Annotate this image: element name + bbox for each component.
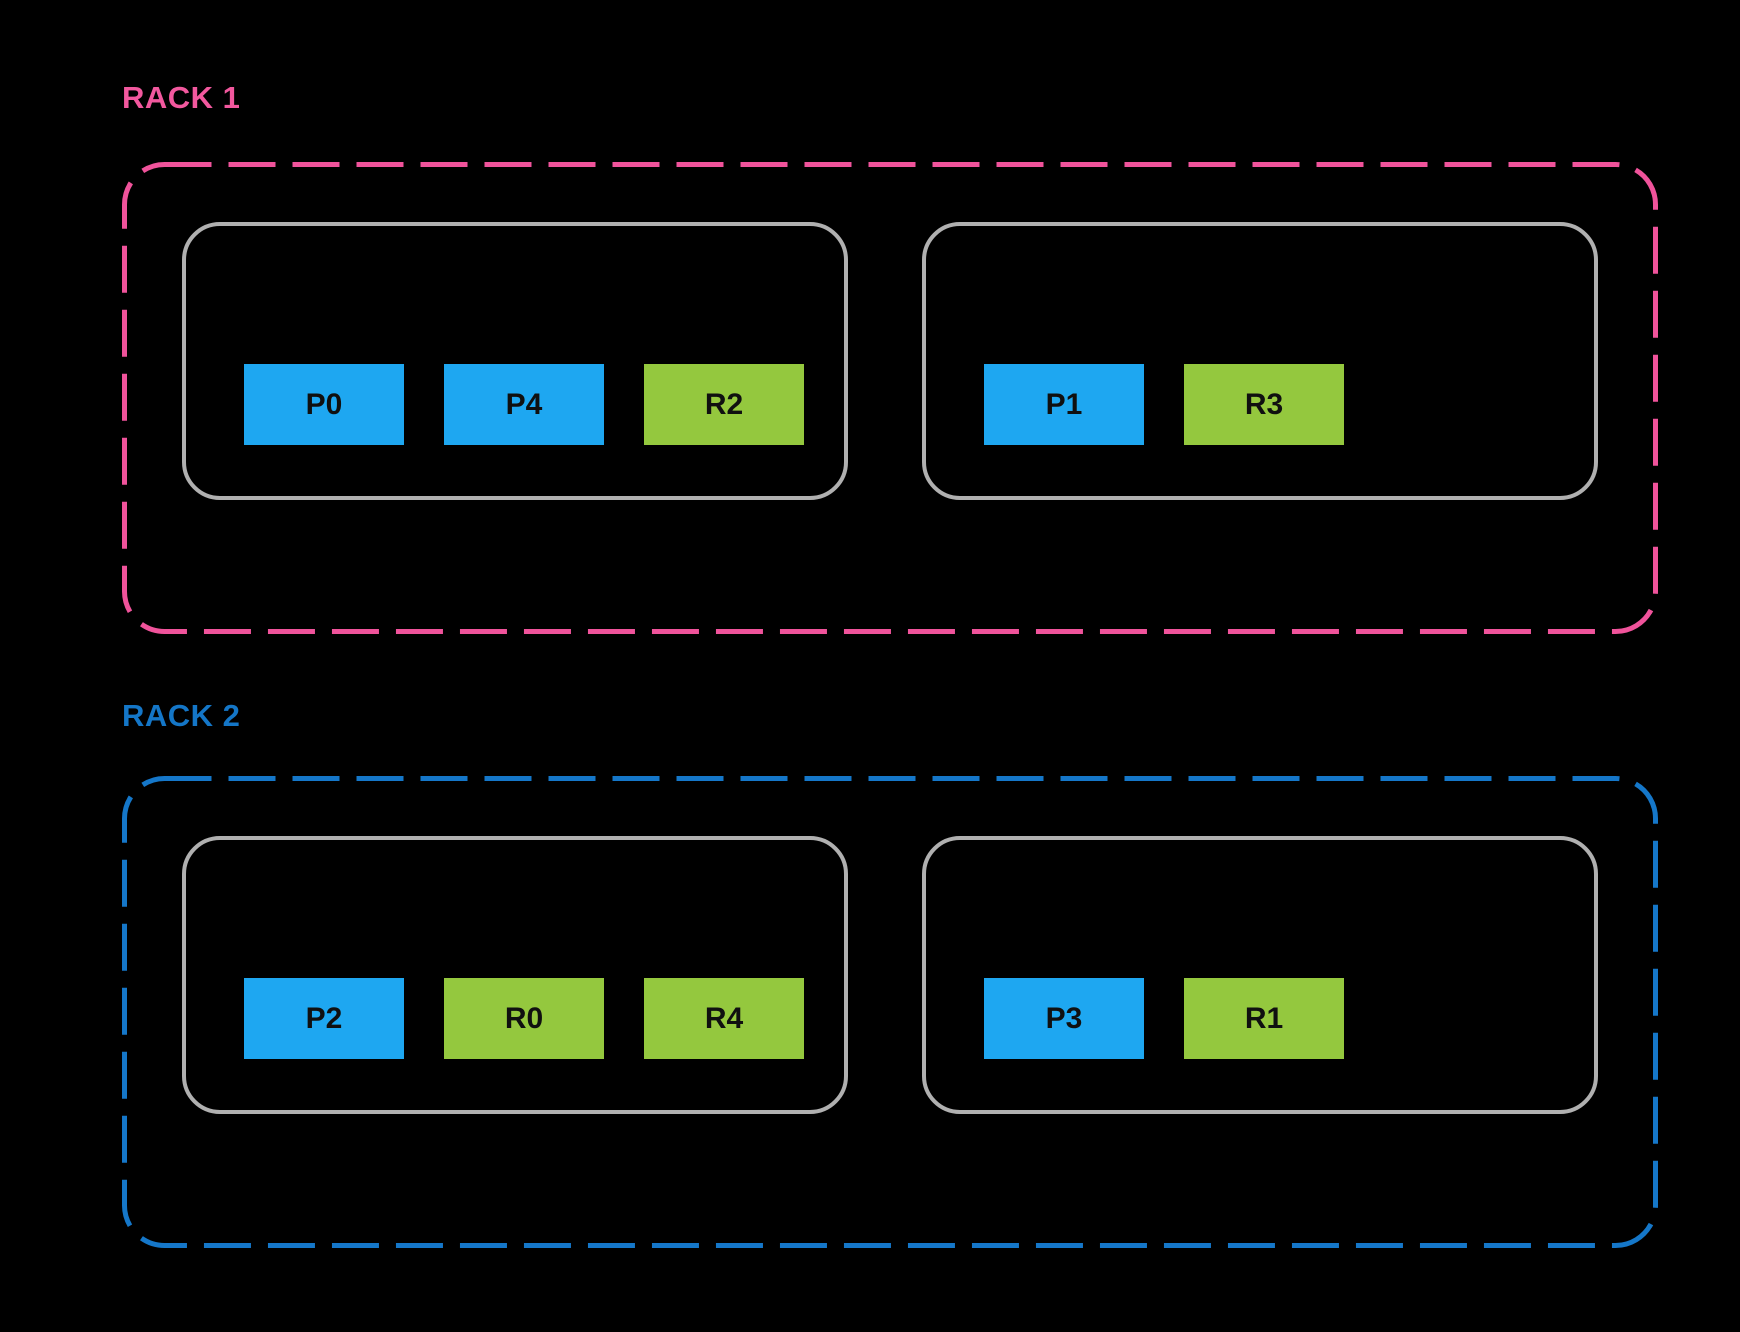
partition-chip-p4: P4 <box>444 364 604 445</box>
rack-2-dashed-border <box>122 776 1658 1248</box>
replica-chip-r1: R1 <box>1184 978 1344 1059</box>
rack-2-node-1-chip-row: P2 R0 R4 <box>244 978 804 1059</box>
rack-2-node-1: P2 R0 R4 <box>182 836 848 1114</box>
rack-1-node-2-chip-row: P1 R3 <box>984 364 1344 445</box>
rack-1-dashed-border <box>122 162 1658 634</box>
partition-chip-p1: P1 <box>984 364 1144 445</box>
rack-1-label: RACK 1 <box>122 80 241 115</box>
rack-1-node-1-chip-row: P0 P4 R2 <box>244 364 804 445</box>
rack-2-label: RACK 2 <box>122 698 241 733</box>
rack-1-node-2: P1 R3 <box>922 222 1598 500</box>
rack-2-node-2-chip-row: P3 R1 <box>984 978 1344 1059</box>
rack-2-dashed-rect <box>122 776 1658 1248</box>
partition-chip-p2: P2 <box>244 978 404 1059</box>
rack-1-dashed-rect <box>122 162 1658 634</box>
replica-chip-r0: R0 <box>444 978 604 1059</box>
replica-chip-r4: R4 <box>644 978 804 1059</box>
rack-1-boundary: P0 P4 R2 P1 R3 <box>122 162 1658 634</box>
replica-chip-r2: R2 <box>644 364 804 445</box>
rack-1-node-1: P0 P4 R2 <box>182 222 848 500</box>
partition-chip-p3: P3 <box>984 978 1144 1059</box>
partition-chip-p0: P0 <box>244 364 404 445</box>
replica-chip-r3: R3 <box>1184 364 1344 445</box>
rack-2-boundary: P2 R0 R4 P3 R1 <box>122 776 1658 1248</box>
rack-2-node-2: P3 R1 <box>922 836 1598 1114</box>
